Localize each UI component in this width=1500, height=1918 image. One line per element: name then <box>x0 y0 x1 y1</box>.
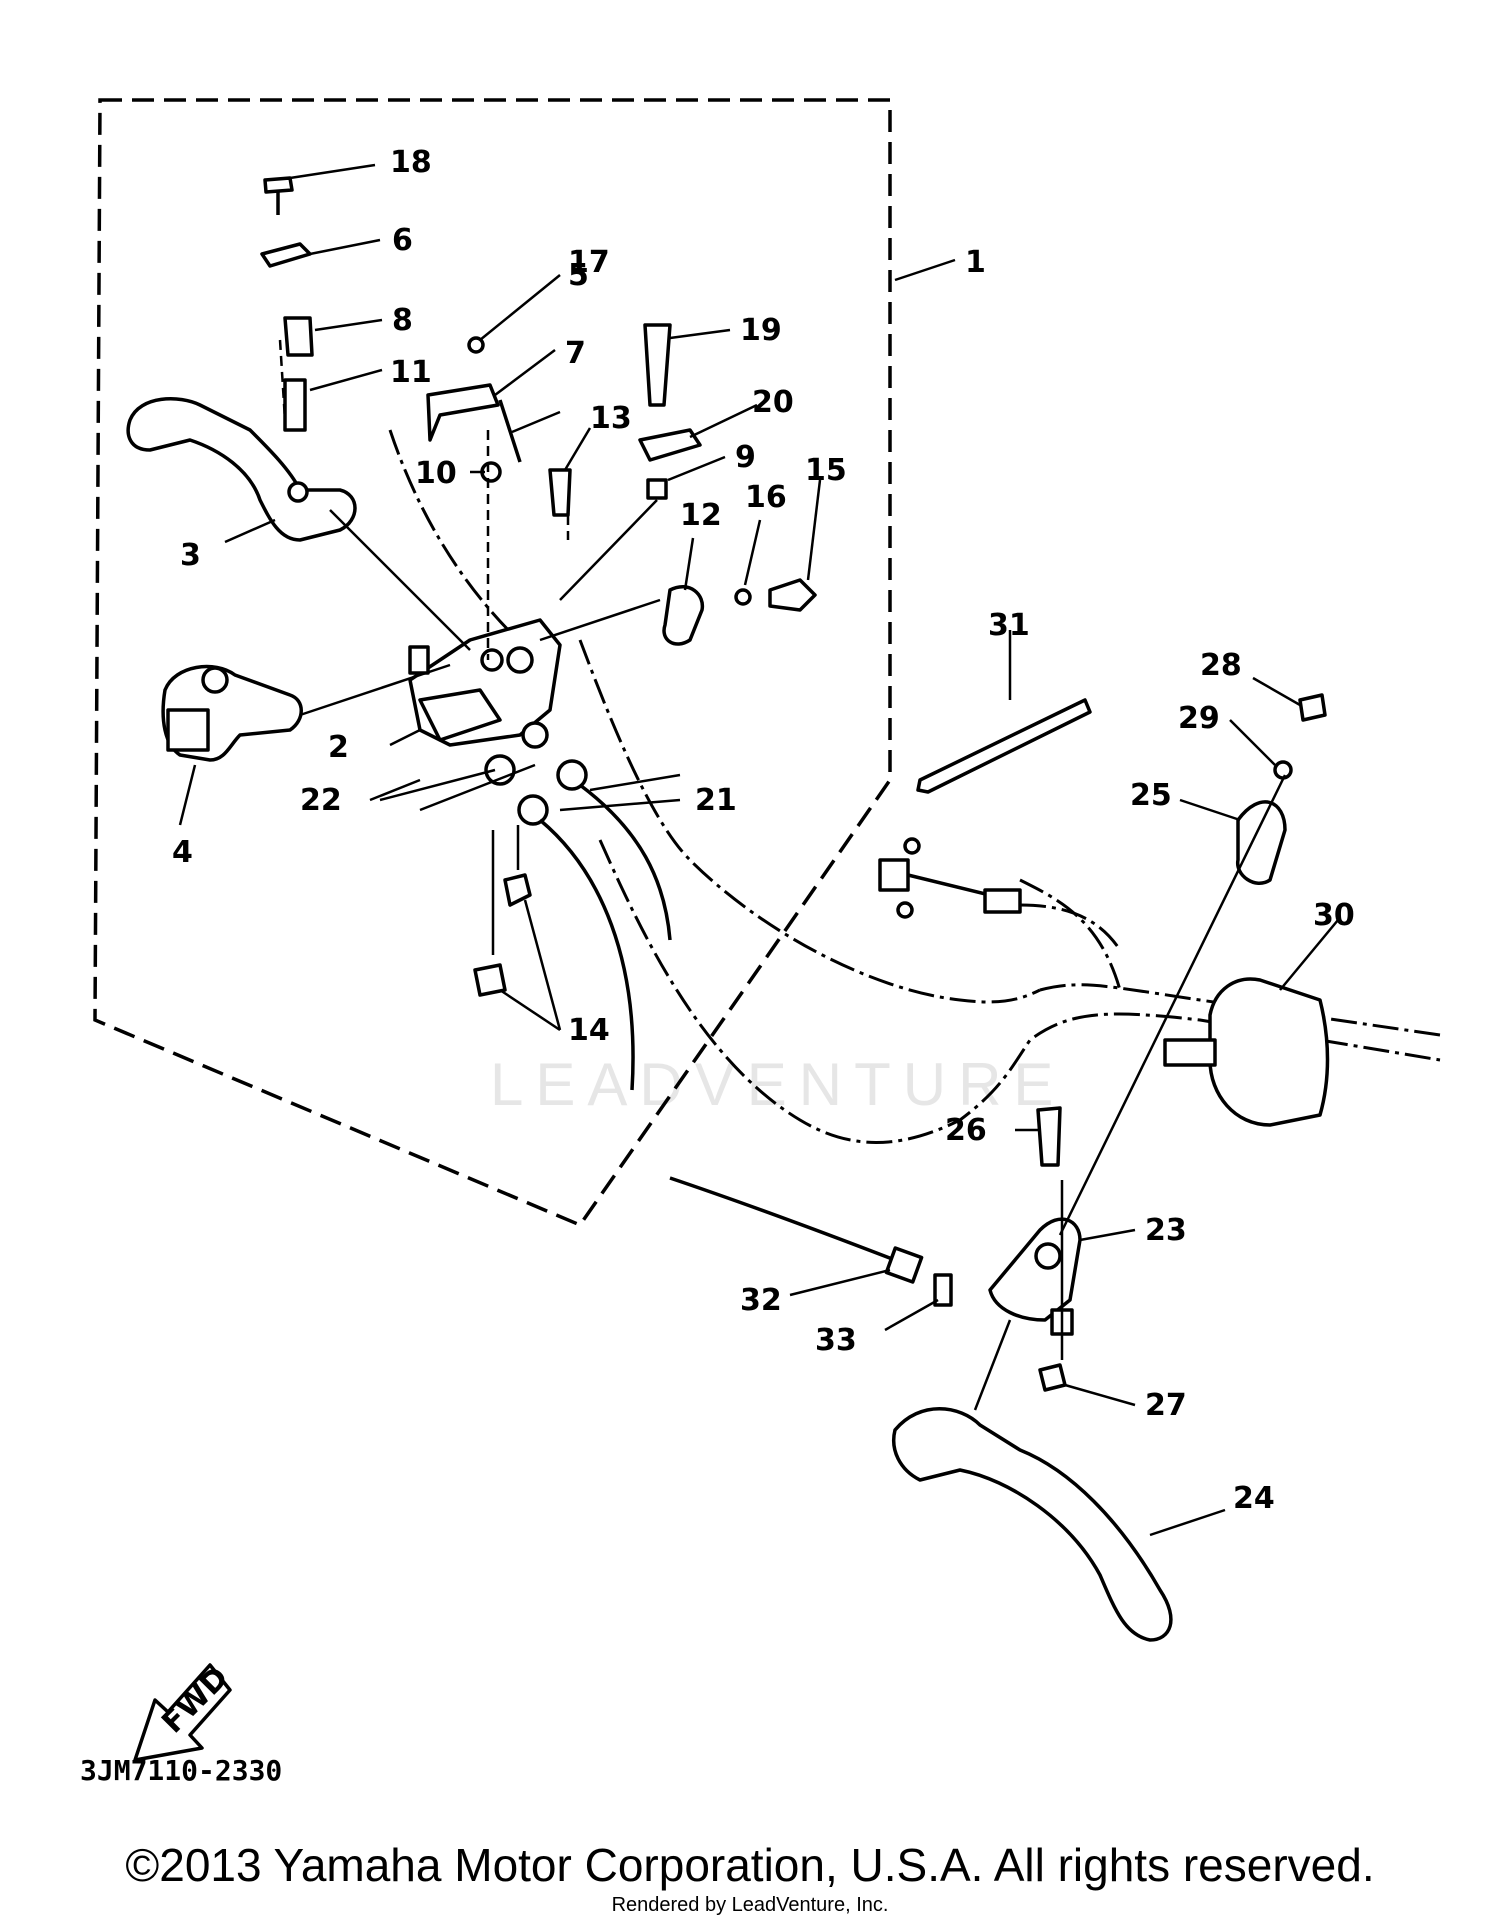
bolt-15 <box>768 578 817 612</box>
copyright-notice: ©2013 Yamaha Motor Corporation, U.S.A. A… <box>125 1839 1375 1891</box>
callout-20: 20 <box>752 385 794 420</box>
washer-16 <box>734 588 752 606</box>
callout-7: 7 <box>565 336 586 371</box>
callout-33: 33 <box>815 1323 857 1358</box>
callout-15: 15 <box>805 453 847 488</box>
callout-leaders <box>178 163 1339 1537</box>
callout-3: 3 <box>180 538 201 573</box>
screw-28 <box>1298 693 1327 722</box>
brake-switch-wire <box>878 837 1122 951</box>
nut-14-b <box>473 963 507 997</box>
watermark-text: LEADVENTURE <box>490 1051 1065 1118</box>
callout-19: 19 <box>740 313 782 348</box>
callout-5: 5 <box>568 258 589 293</box>
rendered-by-note: Rendered by LeadVenture, Inc. <box>611 1894 889 1916</box>
screw-18 <box>263 176 294 215</box>
diagram-code: 3JM7110-2330 <box>80 1754 282 1787</box>
callout-22: 22 <box>300 783 342 818</box>
spring-11 <box>283 378 307 432</box>
callout-11: 11 <box>390 355 432 390</box>
callout-23: 23 <box>1145 1213 1187 1248</box>
callout-28: 28 <box>1200 648 1242 683</box>
callout-17: 17 <box>568 245 610 280</box>
clutch-lever-24 <box>892 1407 1173 1642</box>
callout-4: 4 <box>172 835 193 870</box>
clutch-lever-assembly <box>669 1106 1082 1392</box>
callout-9: 9 <box>735 440 756 475</box>
nut-9 <box>646 478 668 500</box>
callout-21: 21 <box>695 783 737 818</box>
callout-27: 27 <box>1145 1388 1187 1423</box>
piston-8 <box>283 316 314 357</box>
callout-31: 31 <box>988 608 1030 643</box>
callout-29: 29 <box>1178 701 1220 736</box>
cable-tie <box>916 698 1092 794</box>
callout-1: 1 <box>965 245 986 280</box>
assembly-boundary <box>93 98 892 1228</box>
callout-14: 14 <box>568 1013 610 1048</box>
callouts: 1 2 3 4 5 6 7 8 9 10 11 12 13 14 15 16 1… <box>172 145 1355 1516</box>
grip-switch-30 <box>1163 977 1330 1127</box>
nut-27 <box>1038 1363 1067 1392</box>
callout-25: 25 <box>1130 778 1172 813</box>
master-cylinder-body <box>408 618 562 747</box>
switch-5 <box>426 383 500 442</box>
callout-30: 30 <box>1313 898 1355 933</box>
washer-29 <box>1273 760 1293 780</box>
callout-16: 16 <box>745 480 787 515</box>
callout-12: 12 <box>680 498 722 533</box>
callout-8: 8 <box>392 303 413 338</box>
callout-13: 13 <box>590 401 632 436</box>
clip-17 <box>467 336 485 354</box>
front-brake-lever <box>126 397 357 542</box>
callout-10: 10 <box>415 456 457 491</box>
forward-direction-arrow: FWD <box>133 1660 236 1762</box>
callout-24: 24 <box>1233 1481 1275 1516</box>
bolt-13 <box>548 468 572 517</box>
bolt-26 <box>1036 1106 1062 1167</box>
pin-7 <box>498 399 522 463</box>
callout-6: 6 <box>392 223 413 258</box>
callout-18: 18 <box>390 145 432 180</box>
lever-bracket <box>161 664 303 762</box>
callout-26: 26 <box>945 1113 987 1148</box>
bracket-20 <box>638 428 702 462</box>
nut-14-a <box>503 873 532 907</box>
cover-plate-6 <box>260 242 312 268</box>
callout-32: 32 <box>740 1283 782 1318</box>
callout-2: 2 <box>328 730 349 765</box>
clamp-25 <box>1236 800 1287 885</box>
holder-12 <box>662 585 705 646</box>
bolt-19 <box>643 323 672 407</box>
